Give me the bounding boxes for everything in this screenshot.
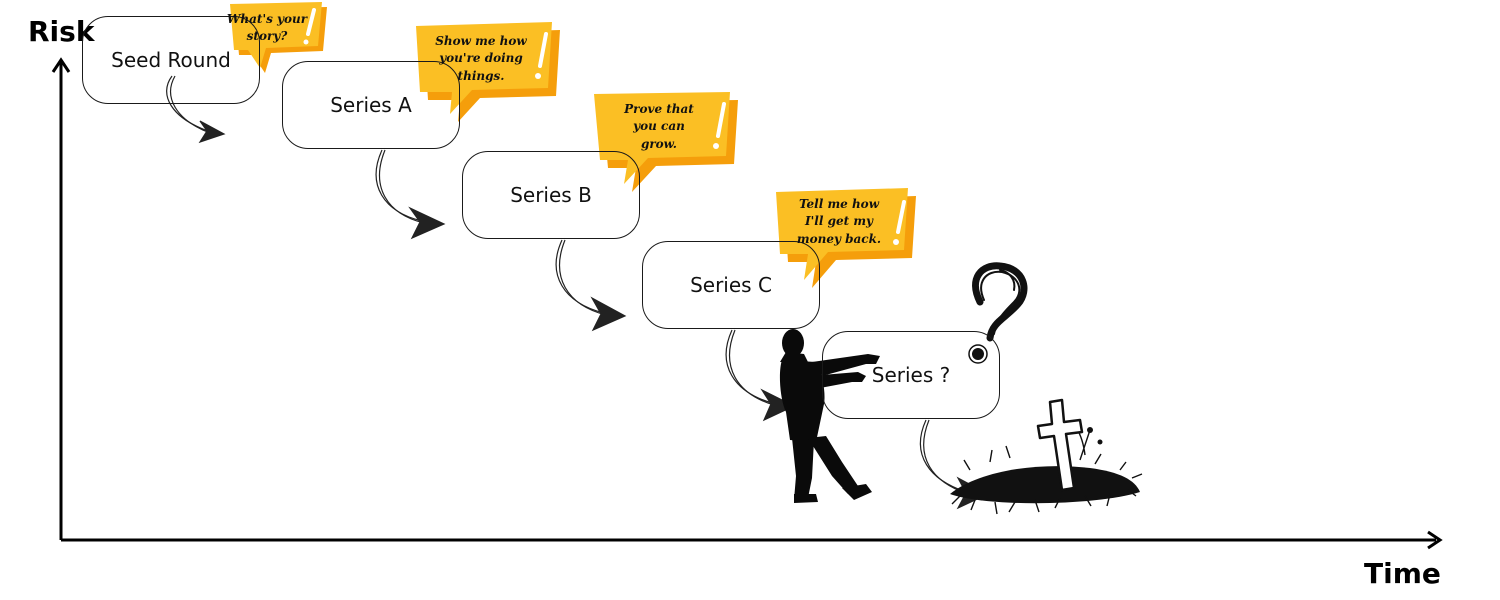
grave-cross-icon — [950, 398, 1143, 515]
x-axis-arrowhead — [1427, 530, 1443, 550]
bubble-text-series-b: Prove that you can grow. — [624, 101, 694, 151]
stage-box-series-unknown: Series ? — [822, 331, 1000, 419]
connector-arrows — [166, 75, 990, 510]
bubble-text-series-c: Tell me how I'll get my money back. — [796, 196, 882, 246]
y-axis-arrowhead — [51, 57, 71, 73]
bubble-text-series-a: Show me how you're doing things. — [435, 33, 527, 83]
axes — [51, 57, 1443, 550]
stage-label: Series ? — [871, 363, 951, 387]
stage-label: Series B — [510, 183, 592, 207]
zombie-silhouette-icon — [779, 329, 880, 503]
speech-bubbles — [230, 2, 916, 288]
curved-arrow-icon — [375, 149, 446, 240]
curved-arrow-icon — [725, 329, 796, 422]
stage-label: Series A — [330, 93, 412, 117]
bubble-text-seed-round: What's your story? — [226, 11, 308, 43]
stage-box-series-b: Series B — [462, 151, 640, 239]
curved-arrow-icon — [555, 239, 627, 332]
curved-arrow-icon — [166, 75, 226, 144]
stage-label: Series C — [690, 273, 772, 297]
x-axis-label: Time — [1364, 557, 1441, 590]
speech-bubble-icon — [416, 22, 560, 122]
speech-bubble-icon — [230, 2, 327, 73]
